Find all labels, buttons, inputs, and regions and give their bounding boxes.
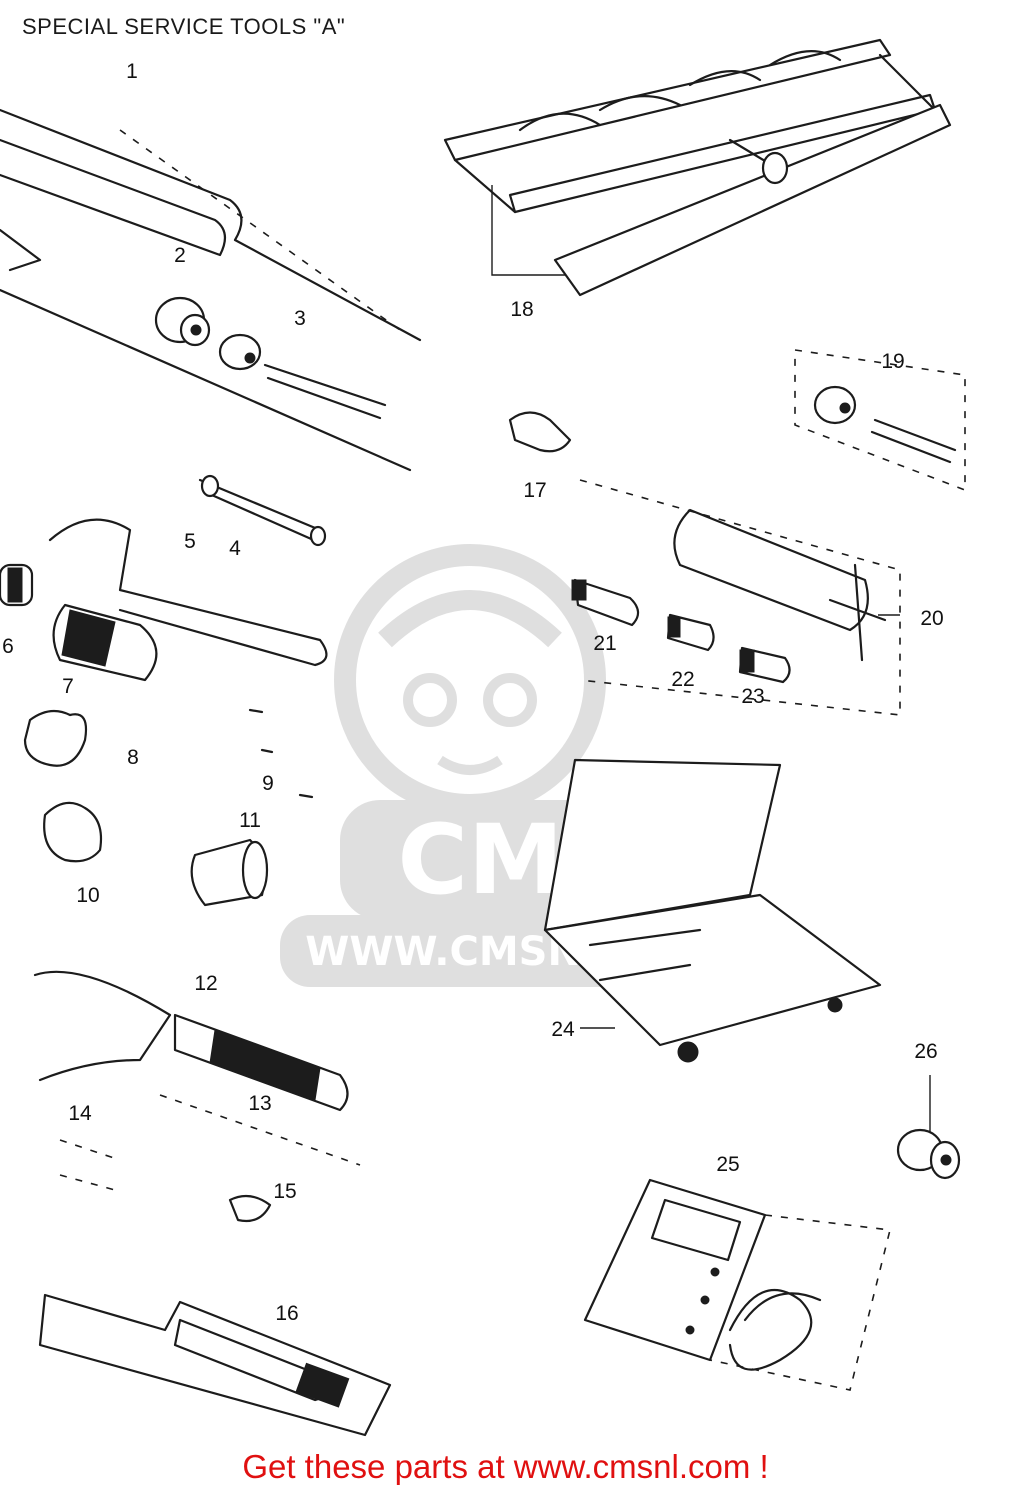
callout-1: 1 [126,60,138,83]
callout-15: 15 [273,1180,296,1203]
callout-numbers: 1234567891110121314151617181920212223242… [2,60,944,1325]
part-7-drawing [52,603,158,682]
footer-link-text[interactable]: Get these parts at www.cmsnl.com ! [242,1448,769,1485]
callout-23: 23 [741,685,764,708]
callout-6: 6 [2,635,14,658]
callout-10: 10 [76,884,99,907]
part-16-drawing [38,1293,392,1437]
part-26-drawing [896,1075,961,1180]
callout-21: 21 [593,632,616,655]
part-3-drawing [218,333,387,420]
callout-20: 20 [920,607,943,630]
callout-12: 12 [194,972,217,995]
part-5-drawing [48,518,328,667]
callout-8: 8 [127,746,139,769]
part-22-drawing [666,613,715,652]
part-4-drawing [198,474,327,547]
part-10-drawing [43,801,103,863]
callout-16: 16 [275,1302,298,1325]
callout-9: 9 [262,772,274,795]
part-11-drawing [190,838,269,907]
part-24-drawing [543,758,882,1063]
part-20-drawing [579,479,901,716]
part-8-drawing [23,709,88,767]
callout-26: 26 [914,1040,937,1063]
callout-19: 19 [881,350,904,373]
part-19-drawing [794,349,966,492]
part-14-drawing [59,1139,121,1191]
callout-4: 4 [229,537,241,560]
part-23-drawing [738,646,791,684]
callout-18: 18 [510,298,533,321]
part-18-drawing [443,38,952,297]
callout-7: 7 [62,675,74,698]
callout-5: 5 [184,530,196,553]
part-12-drawing [33,970,349,1112]
callout-24: 24 [551,1018,575,1041]
callout-13: 13 [248,1092,271,1115]
callout-17: 17 [523,479,546,502]
part-21-drawing [571,578,640,627]
callout-11: 11 [239,809,261,832]
part-9-drawing [248,708,314,799]
part-6-drawing [0,563,34,607]
callout-3: 3 [294,307,306,330]
part-1-drawing [0,108,422,472]
part-15-drawing [228,1194,272,1223]
part-13-drawing [159,1094,361,1166]
part-17-drawing [508,411,572,453]
part-2-drawing [154,296,211,347]
callout-14: 14 [68,1102,92,1125]
part-25-drawing [583,1178,891,1391]
callout-22: 22 [671,668,694,691]
callout-25: 25 [716,1153,739,1176]
page-title: SPECIAL SERVICE TOOLS "A" [22,14,346,39]
callout-2: 2 [174,244,186,267]
